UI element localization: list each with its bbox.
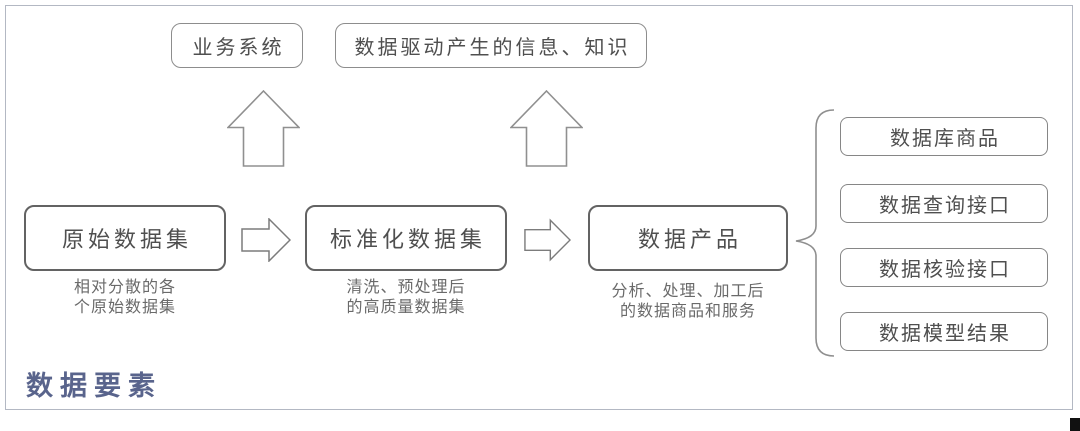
output-box-database-product: 数据库商品	[840, 117, 1048, 156]
data-driven-info-label: 数据驱动产生的信息、知识	[354, 35, 631, 59]
caption-line: 清洗、预处理后	[346, 277, 466, 296]
output-label: 数据模型结果	[879, 321, 1011, 345]
caption-line: 个原始数据集	[73, 297, 176, 316]
business-system-label: 业务系统	[192, 35, 285, 59]
flow-box-raw-dataset: 原始数据集	[24, 205, 226, 271]
up-arrow-icon	[227, 90, 300, 167]
business-system-box: 业务系统	[171, 23, 303, 68]
output-box-data-model-result: 数据模型结果	[840, 312, 1048, 351]
output-label: 数据查询接口	[879, 193, 1011, 217]
curly-brace-icon	[795, 109, 835, 357]
output-box-data-query-api: 数据查询接口	[840, 184, 1048, 223]
right-arrow-icon	[524, 218, 571, 262]
caption-line: 的高质量数据集	[346, 297, 466, 316]
output-label: 数据库商品	[890, 126, 1000, 150]
data-product-label: 数据产品	[637, 228, 742, 253]
output-box-data-verification-api: 数据核验接口	[840, 248, 1048, 287]
caption-line: 相对分散的各	[73, 277, 176, 296]
data-driven-info-box: 数据驱动产生的信息、知识	[335, 23, 647, 68]
output-label: 数据核验接口	[879, 257, 1011, 281]
corner-mark	[1070, 418, 1080, 431]
right-arrow-icon	[241, 218, 291, 262]
raw-dataset-label: 原始数据集	[61, 228, 192, 253]
caption-data-product: 分析、处理、加工后 的数据商品和服务	[588, 281, 788, 321]
flow-box-standardized-dataset: 标准化数据集	[305, 205, 507, 271]
up-arrow-icon	[510, 90, 583, 167]
flow-box-data-product: 数据产品	[588, 205, 788, 271]
footer-label-data-elements: 数据要素	[26, 371, 162, 402]
standardized-dataset-label: 标准化数据集	[329, 228, 486, 253]
caption-raw-dataset: 相对分散的各 个原始数据集	[24, 277, 226, 317]
caption-line: 的数据商品和服务	[619, 301, 756, 320]
caption-standardized-dataset: 清洗、预处理后 的高质量数据集	[305, 277, 507, 317]
caption-line: 分析、处理、加工后	[611, 281, 765, 300]
